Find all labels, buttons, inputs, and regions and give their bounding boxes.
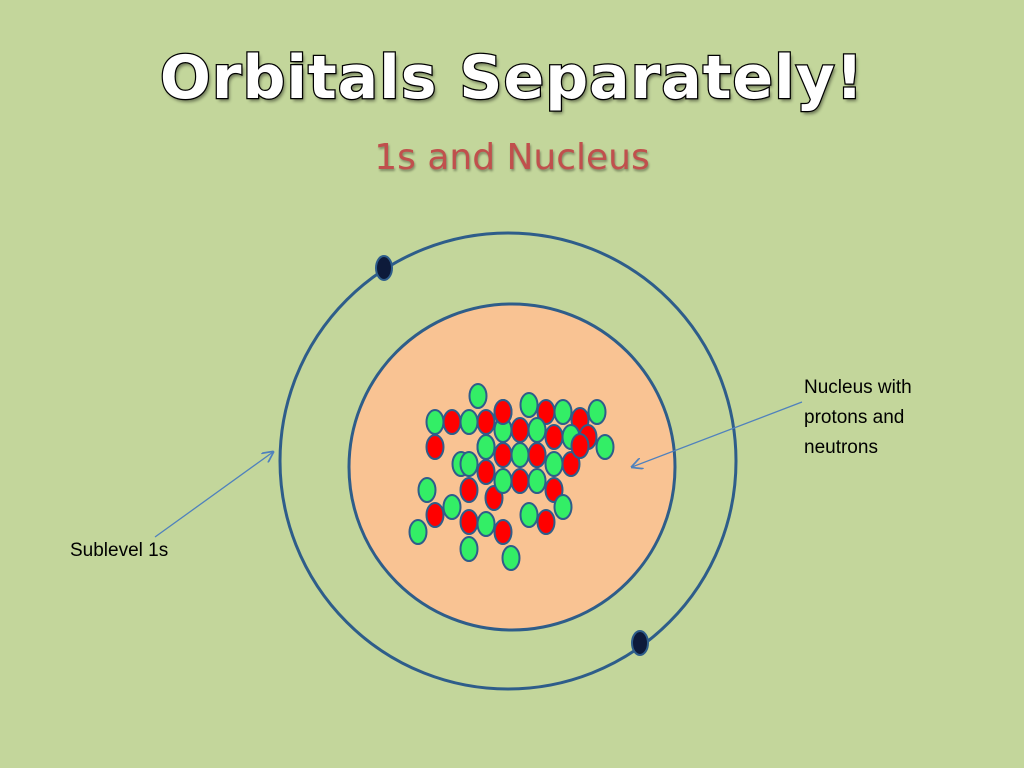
proton bbox=[561, 451, 581, 477]
neutron bbox=[459, 536, 479, 562]
proton bbox=[459, 477, 479, 503]
proton bbox=[459, 509, 479, 535]
neutron bbox=[442, 494, 462, 520]
neutron bbox=[553, 399, 573, 425]
sublevel-label: Sublevel 1s bbox=[70, 540, 169, 561]
electron-top bbox=[375, 255, 393, 281]
nucleus-region bbox=[347, 302, 677, 632]
proton bbox=[510, 417, 530, 443]
neutron bbox=[425, 409, 445, 435]
nucleus-label-line-2: protons and bbox=[804, 407, 905, 428]
proton bbox=[425, 434, 445, 460]
neutron bbox=[408, 519, 428, 545]
neutron bbox=[553, 494, 573, 520]
neutron bbox=[468, 383, 488, 409]
nucleus-label-line-3: neutrons bbox=[804, 437, 878, 458]
neutron bbox=[587, 399, 607, 425]
electron-bottom bbox=[631, 630, 649, 656]
neutron bbox=[476, 434, 496, 460]
neutron bbox=[493, 468, 513, 494]
slide-subtitle: 1s and Nucleus bbox=[374, 137, 650, 178]
neutron bbox=[459, 409, 479, 435]
orbit-1s bbox=[278, 231, 738, 691]
neutron bbox=[595, 434, 615, 460]
neutron bbox=[527, 417, 547, 443]
neutron bbox=[527, 468, 547, 494]
proton bbox=[442, 409, 462, 435]
sublevel-arrow bbox=[154, 452, 273, 538]
neutron bbox=[544, 451, 564, 477]
nucleus-label-line-1: Nucleus with bbox=[804, 377, 912, 398]
proton bbox=[476, 459, 496, 485]
proton bbox=[425, 502, 445, 528]
neutron bbox=[417, 477, 437, 503]
neutron bbox=[519, 502, 539, 528]
neutron bbox=[476, 511, 496, 537]
proton bbox=[570, 433, 590, 459]
neutron bbox=[459, 451, 479, 477]
proton bbox=[476, 409, 496, 435]
proton bbox=[527, 442, 547, 468]
neutron bbox=[510, 442, 530, 468]
neutron bbox=[501, 545, 521, 571]
proton bbox=[510, 468, 530, 494]
slide-title: Orbitals Separately! bbox=[159, 42, 865, 115]
nucleus-label: Nucleus with protons and neutrons bbox=[804, 373, 994, 463]
proton bbox=[536, 509, 556, 535]
proton bbox=[544, 424, 564, 450]
proton bbox=[493, 399, 513, 425]
nucleus-arrow bbox=[632, 401, 803, 467]
proton bbox=[493, 442, 513, 468]
proton bbox=[493, 519, 513, 545]
neutron bbox=[519, 392, 539, 418]
nucleus-particles bbox=[408, 383, 615, 571]
